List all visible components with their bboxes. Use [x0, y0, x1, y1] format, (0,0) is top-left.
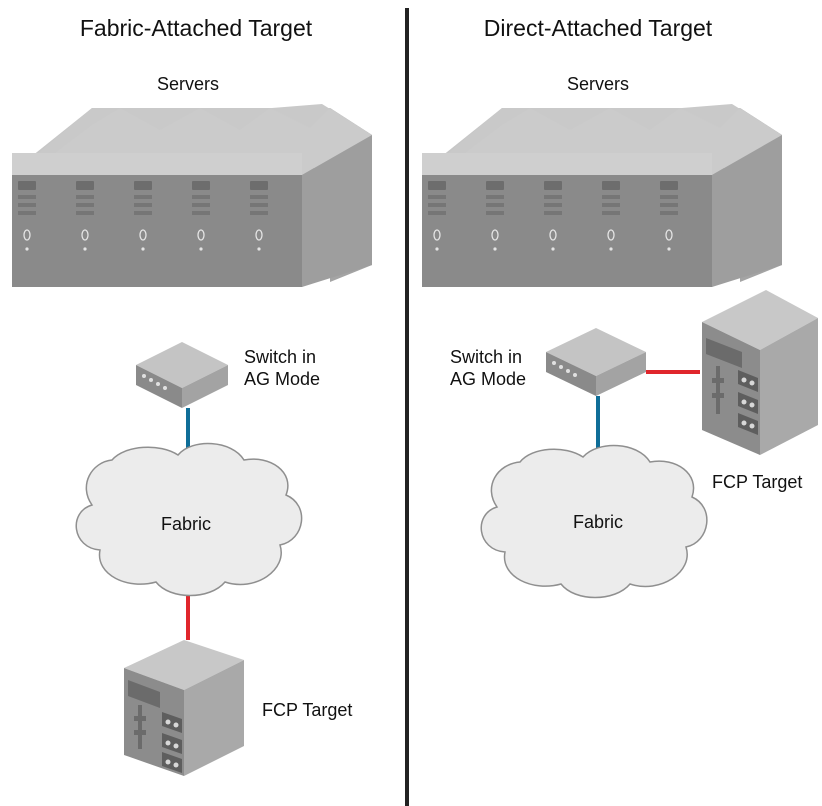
right-servers-label: Servers	[567, 74, 629, 94]
server-tower-icon	[421, 104, 782, 288]
right-switch-label-2: AG Mode	[450, 369, 526, 389]
cloud-icon	[75, 442, 303, 597]
left-target-label: FCP Target	[262, 700, 352, 720]
storage-target-icon	[124, 640, 244, 776]
cloud-icon	[480, 444, 708, 599]
network-switch-icon	[136, 342, 228, 408]
server-tower-icon	[11, 104, 372, 288]
storage-target-icon	[702, 290, 818, 455]
left-title: Fabric-Attached Target	[80, 15, 313, 41]
left-switch-label-2: AG Mode	[244, 369, 320, 389]
left-servers-label: Servers	[157, 74, 219, 94]
right-fabric-label: Fabric	[573, 512, 623, 532]
left-fabric-label: Fabric	[161, 514, 211, 534]
network-switch-icon	[546, 328, 646, 396]
right-title: Direct-Attached Target	[484, 15, 713, 41]
left-switch-label-1: Switch in	[244, 347, 316, 367]
right-target-label: FCP Target	[712, 472, 802, 492]
right-switch-label-1: Switch in	[450, 347, 522, 367]
right-panel: Direct-Attached Target Servers Switch in	[421, 15, 818, 599]
left-panel: Fabric-Attached Target Servers Switch in	[11, 15, 372, 776]
